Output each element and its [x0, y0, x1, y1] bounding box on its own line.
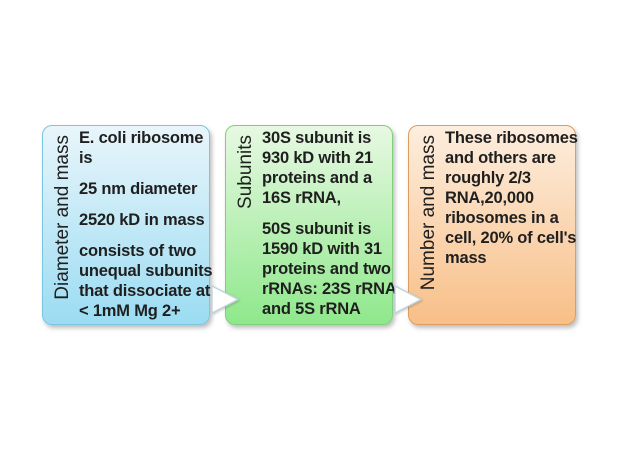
panel-paragraph: 30S subunit is 930 kD with 21 proteins a… [262, 129, 373, 207]
right-arrow-icon [211, 285, 239, 314]
panel-content: E. coli ribosome is 25 nm diameter 2520 … [79, 128, 213, 332]
panel-paragraph: 2520 kD in mass [79, 211, 205, 229]
rotated-label-subunits: Subunits [235, 135, 256, 209]
panel-paragraph: 50S subunit is 1590 kD with 31 proteins … [262, 220, 397, 318]
rotated-label-diameter-and-mass: Diameter and mass [52, 135, 73, 300]
panel-paragraph: E. coli ribosome is [79, 129, 204, 167]
panel-paragraph: consists of two unequal subunits that di… [79, 242, 213, 320]
panel-subunits: Subunits 30S subunit is 930 kD with 21 p… [225, 125, 397, 325]
panel-paragraph: These ribosomes and others are roughly 2… [445, 129, 578, 267]
right-arrow-icon [394, 285, 422, 314]
panel-number-and-mass: Number and mass These ribosomes and othe… [408, 125, 578, 325]
panel-content: These ribosomes and others are roughly 2… [445, 128, 578, 279]
rotated-label-number-and-mass: Number and mass [418, 135, 439, 291]
panel-diameter-and-mass: Diameter and mass E. coli ribosome is 25… [42, 125, 213, 325]
panel-content: 30S subunit is 930 kD with 21 proteins a… [262, 128, 397, 330]
panel-paragraph: 25 nm diameter [79, 180, 198, 198]
